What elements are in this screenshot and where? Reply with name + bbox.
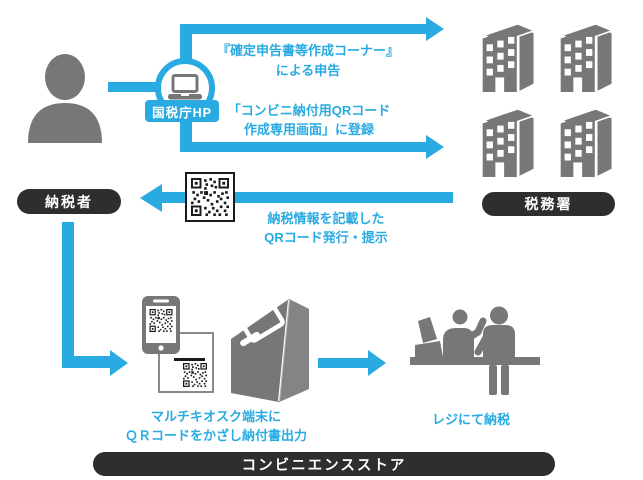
- issue-qr-line2: QRコード発行・提示: [264, 230, 388, 245]
- cashier-counter-icon: [410, 306, 540, 395]
- arrow-kiosk-to-register-head-icon: [368, 350, 386, 376]
- building-icon: [556, 103, 618, 179]
- register-qr-line2: 作成専用画面」に登録: [243, 122, 374, 137]
- register-qr-line1: 「コンビニ納付用QRコード: [227, 103, 391, 118]
- smartphone-icon: [142, 296, 180, 354]
- arrow-file-return-shaft: [180, 24, 426, 34]
- arrow-issue-qr-head-icon: [140, 184, 162, 212]
- nta-hub-circle: [155, 58, 215, 118]
- arrow-issue-qr-shaft: [162, 192, 453, 203]
- file-return-line1: 『確定申告書等作成コーナー』: [216, 43, 399, 58]
- taxpayer-label: 納税者: [17, 189, 121, 214]
- qr-pattern: [191, 178, 229, 216]
- building-icon: [478, 18, 540, 94]
- file-return-note: 『確定申告書等作成コーナー』 による申告: [213, 41, 403, 81]
- connector-taxpayer-to-nta: [108, 82, 160, 92]
- kiosk-print-line2: ＱＲコードをかざし納付書出力: [124, 427, 307, 443]
- arrow-register-qr-head-icon: [426, 135, 444, 159]
- payment-slip-line: [174, 358, 205, 361]
- arrow-to-store-vertical: [62, 222, 74, 368]
- store-label: コンビニエンスストア: [93, 452, 555, 476]
- qr-code-icon: [183, 363, 207, 387]
- arrow-to-store-head-icon: [110, 350, 128, 376]
- issue-qr-line1: 納税情報を記載した: [267, 211, 385, 226]
- arrow-register-qr-shaft: [180, 142, 426, 152]
- arrow-file-return-head-icon: [426, 17, 444, 41]
- register-qr-note: 「コンビニ納付用QRコード 作成専用画面」に登録: [211, 101, 407, 139]
- kiosk-print-line1: マルチキオスク端末に: [150, 409, 281, 424]
- register-screen: [418, 317, 437, 343]
- nta-site-label: 国税庁HP: [145, 100, 219, 122]
- tax-office-label: 税務署: [482, 192, 615, 216]
- issue-qr-note: 納税情報を記載した QRコード発行・提示: [245, 209, 407, 247]
- building-icon: [478, 103, 540, 179]
- building-icon: [556, 18, 618, 94]
- kiosk-terminal-icon: [231, 299, 309, 402]
- laptop-icon: [168, 74, 202, 100]
- file-return-line2: による申告: [275, 63, 341, 78]
- arrow-to-store-shaft: [62, 356, 110, 368]
- pay-at-register-note: レジにて納税: [431, 412, 510, 427]
- person-icon: [28, 54, 102, 143]
- kiosk-print-note: マルチキオスク端末に ＱＲコードをかざし納付書出力: [103, 408, 329, 445]
- qr-code-icon: [185, 172, 235, 222]
- arrow-kiosk-to-register-shaft: [318, 358, 368, 368]
